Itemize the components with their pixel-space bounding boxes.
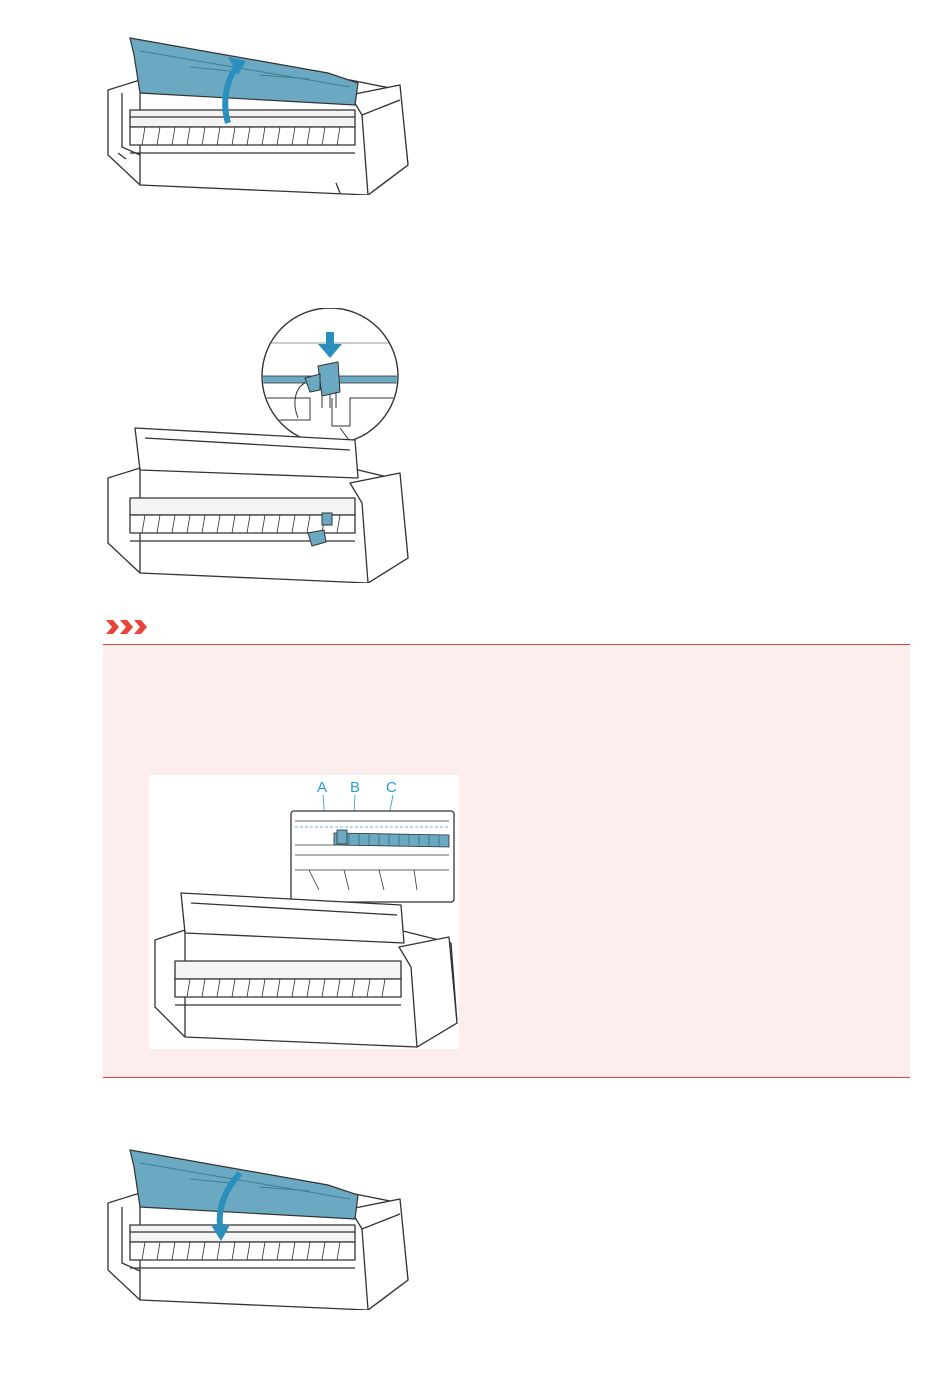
callout-label-a: A <box>317 779 327 796</box>
callout-label-b: B <box>350 779 360 796</box>
carriage-lever-figure <box>100 308 415 583</box>
callout-label-c: C <box>386 779 397 796</box>
parts-diagram-figure: A B C <box>149 775 459 1049</box>
important-chevrons-icon <box>104 617 152 637</box>
printer-open-cover-figure <box>100 35 415 195</box>
important-notice-box: A B C <box>103 644 910 1078</box>
printer-close-cover-figure <box>100 1145 415 1310</box>
parts-diagram-panel: A B C <box>149 775 459 1049</box>
